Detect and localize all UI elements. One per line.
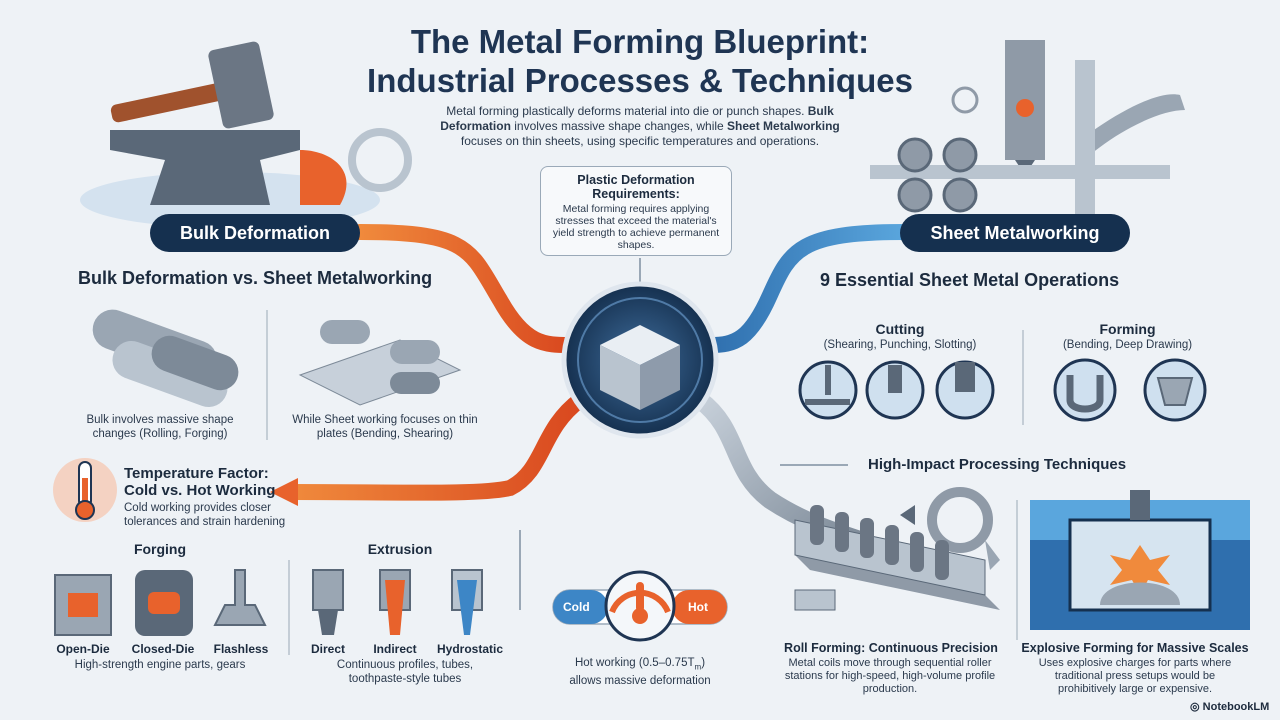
roll-forming-title: Roll Forming: Continuous Precision [784, 641, 998, 655]
temperature-title-1: Temperature Factor: [124, 465, 269, 482]
cold-ribbon-upper [702, 224, 913, 353]
plastic-text: Metal forming requires applying stresses… [552, 203, 720, 251]
extrusion-item-hydrostatic: Hydrostatic [436, 642, 504, 656]
temperature-title-2: Cold vs. Hot Working [124, 482, 276, 499]
gauge-caption-2: allows massive deformation [569, 675, 711, 688]
forming-icons [1053, 358, 1207, 422]
sheet-rollers-illustration [298, 320, 462, 406]
sheet-ops-heading: 9 Essential Sheet Metal Operations [820, 270, 1120, 290]
roll-forming-text: Metal coils move through sequential roll… [784, 657, 996, 695]
press-rollers-illustration [870, 40, 1185, 220]
metal-cube-icon [600, 325, 680, 410]
gauge-cold-label: Cold [563, 600, 590, 614]
cutting-icons [798, 360, 995, 420]
title-line-1: The Metal Forming Blueprint: [410, 23, 870, 60]
sheet-caption: While Sheet working focuses on thin plat… [292, 414, 478, 440]
intro-bulk-bold: Bulk Deformation [440, 104, 834, 133]
hot-ribbon-upper [352, 224, 578, 353]
forging-caption: High-strength engine parts, gears [74, 659, 246, 671]
forging-icons [54, 569, 267, 636]
extrusion-item-direct: Direct [310, 642, 345, 656]
gauge-caption: Hot working (0.5–0.75Tm) allows massive … [540, 656, 740, 688]
explosive-forming-title: Explosive Forming for Massive Scales [1021, 641, 1249, 655]
intro-sheet-bold: Sheet Metalworking [727, 119, 840, 133]
forging-item-open-die: Open-Die [56, 642, 110, 656]
extrusion-heading: Extrusion [367, 541, 433, 557]
explosive-forming-text: Uses explosive charges for parts where t… [1038, 657, 1232, 695]
extrusion-caption: Continuous profiles, tubes, toothpaste-s… [336, 659, 474, 685]
cutting-subtitle: (Shearing, Punching, Slotting) [823, 339, 977, 351]
brand-icon: ◎ [1190, 701, 1200, 713]
forming-title: Forming [1099, 321, 1156, 337]
high-impact-heading: High-Impact Processing Techniques [868, 456, 1127, 473]
bulk-rods-illustration [92, 309, 239, 408]
intro-paragraph: Metal forming plastically deforms materi… [420, 104, 860, 149]
bulk-deformation-pill: Bulk Deformation [150, 214, 360, 252]
cold-hot-gauge [552, 570, 728, 642]
gauge-hot-label: Hot [688, 600, 708, 614]
extrusion-icons [312, 569, 483, 635]
brand-label: NotebookLM [1202, 701, 1270, 713]
gauge-caption-sub: m [694, 662, 702, 672]
forming-subtitle: (Bending, Deep Drawing) [1062, 339, 1193, 351]
gauge-caption-1-end: ) [701, 657, 706, 669]
hot-ribbon-lower [282, 392, 588, 501]
explosive-forming-illustration [1030, 490, 1250, 630]
gauge-caption-1: Hot working (0.5–0.75T [574, 657, 695, 669]
forging-heading: Forging [133, 541, 187, 557]
title-line-2: Industrial Processes & Techniques [367, 62, 913, 99]
intro-part-2: involves massive shape changes, while [510, 119, 728, 133]
cutting-title: Cutting [875, 321, 925, 337]
forging-item-flashless: Flashless [213, 642, 269, 656]
intro-part-1: Metal forming plastically deforms materi… [446, 104, 808, 118]
temp-arrow-head [270, 478, 298, 506]
comparison-heading: Bulk Deformation vs. Sheet Metalworking [78, 268, 433, 288]
sheet-metalworking-pill: Sheet Metalworking [900, 214, 1130, 252]
intro-part-3: focuses on thin sheets, using specific t… [460, 134, 820, 148]
page-title: The Metal Forming Blueprint: Industrial … [300, 22, 980, 100]
bulk-caption: Bulk involves massive shape changes (Rol… [86, 414, 234, 440]
forging-item-closed-die: Closed-Die [131, 642, 195, 656]
temperature-block: Temperature Factor: Cold vs. Hot Working… [124, 465, 294, 529]
temperature-text: Cold working provides closer tolerances … [124, 502, 286, 528]
plastic-deformation-callout: Plastic Deformation Requirements: Metal … [540, 166, 732, 256]
plastic-title: Plastic Deformation Requirements: [577, 173, 695, 201]
thermometer-icon [53, 458, 117, 522]
extrusion-item-indirect: Indirect [373, 642, 417, 656]
brand-watermark: ◎ NotebookLM [1190, 700, 1269, 713]
roll-forming-illustration [794, 487, 1000, 611]
